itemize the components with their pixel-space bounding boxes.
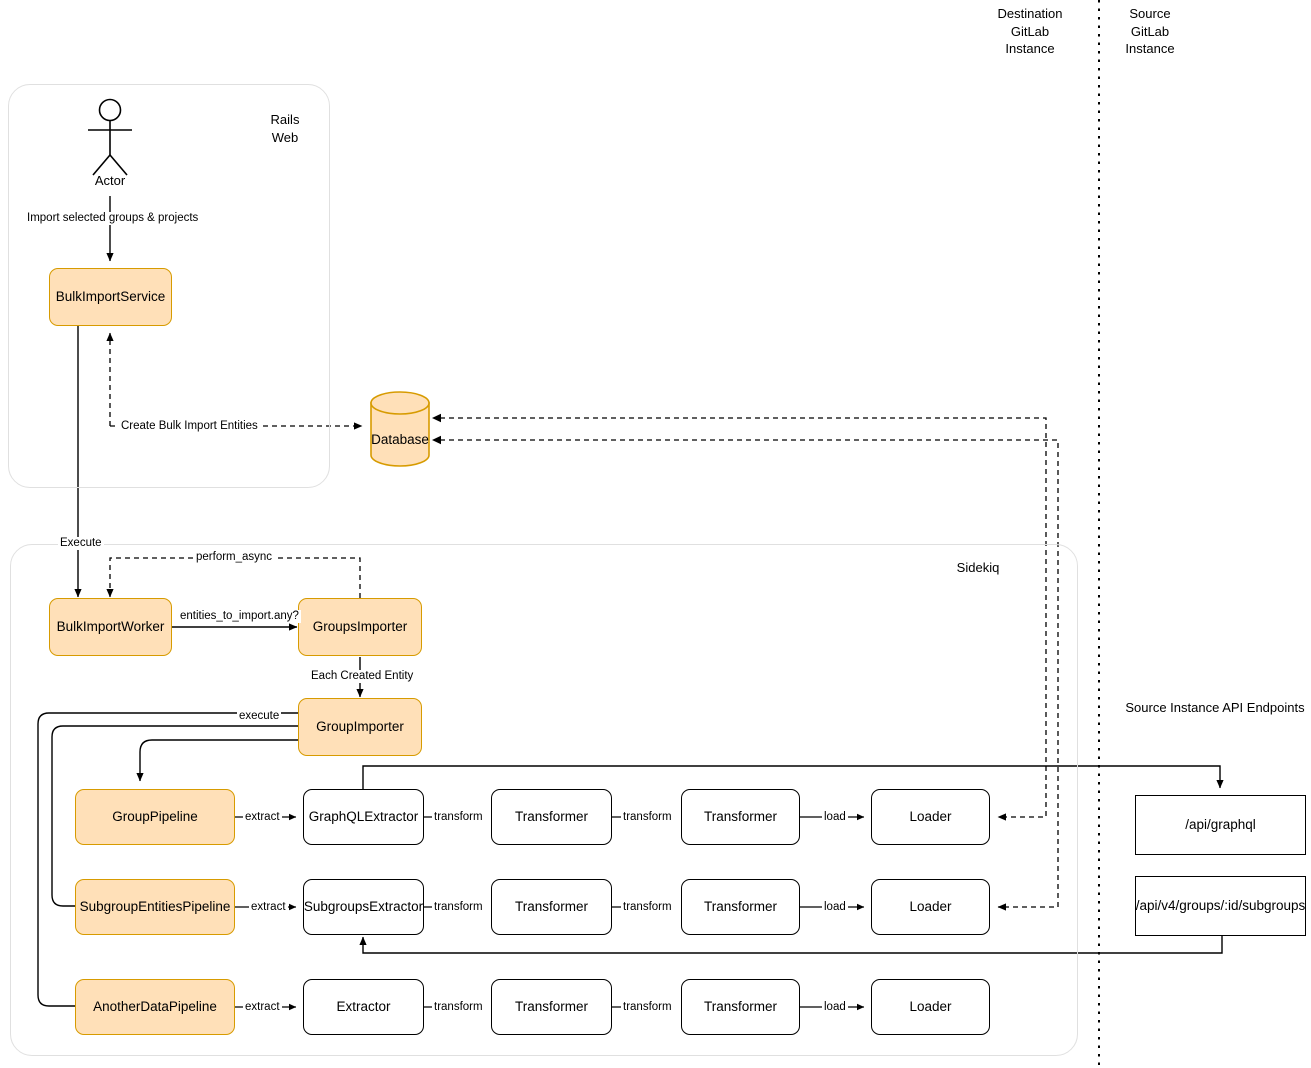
- edge-label-load-row2: load: [822, 901, 848, 914]
- edge-label-transform-row2-a: transform: [432, 901, 485, 914]
- node-extractor-row3[interactable]: Extractor: [303, 979, 424, 1035]
- node-transformer-row2-a[interactable]: Transformer: [491, 879, 612, 935]
- container-rails-web-label: Rails Web: [270, 112, 300, 145]
- edge-label-extract-row1: extract: [243, 811, 282, 824]
- container-sidekiq-label: Sidekiq: [956, 560, 1000, 575]
- node-transformer-row1-a[interactable]: Transformer: [491, 789, 612, 845]
- edge-label-transform-row2-b: transform: [621, 901, 674, 914]
- edge-label-execute: Execute: [58, 537, 104, 550]
- edge-label-load-row1: load: [822, 811, 848, 824]
- node-group-importer[interactable]: GroupImporter: [298, 698, 422, 756]
- node-transformer-row3-a[interactable]: Transformer: [491, 979, 612, 1035]
- destination-instance-label: Destination GitLab Instance: [997, 6, 1063, 57]
- edge-label-entities-to-import: entities_to_import.any?: [178, 610, 301, 623]
- node-api-subgroups[interactable]: /api/v4/groups/:id/subgroups: [1135, 876, 1306, 936]
- edge-label-transform-row3-a: transform: [432, 1001, 485, 1014]
- edge-label-execute-pipeline: execute: [237, 710, 282, 723]
- edge-label-perform-async: perform_async: [194, 551, 275, 564]
- node-subgroup-entities-pipeline[interactable]: SubgroupEntitiesPipeline: [75, 879, 235, 935]
- node-database[interactable]: Database: [370, 391, 430, 467]
- node-bulk-import-service[interactable]: BulkImportService: [49, 268, 172, 326]
- node-group-pipeline[interactable]: GroupPipeline: [75, 789, 235, 845]
- node-loader-row3[interactable]: Loader: [871, 979, 990, 1035]
- node-another-data-pipeline[interactable]: AnotherDataPipeline: [75, 979, 235, 1035]
- edge-label-create-entities: Create Bulk Import Entities: [119, 420, 260, 433]
- edge-label-each-created-entity: Each Created Entity: [309, 670, 416, 683]
- source-instance-label: Source GitLab Instance: [1125, 6, 1175, 57]
- node-graphql-extractor[interactable]: GraphQLExtractor: [303, 789, 424, 845]
- edge-label-transform-row3-b: transform: [621, 1001, 674, 1014]
- edge-label-transform-row1-a: transform: [432, 811, 485, 824]
- edge-label-extract-row2: extract: [249, 901, 288, 914]
- node-transformer-row2-b[interactable]: Transformer: [681, 879, 800, 935]
- api-endpoints-title: Source Instance API Endpoints: [1125, 700, 1305, 715]
- edge-label-transform-row1-b: transform: [621, 811, 674, 824]
- arrowhead-db-right-1: [432, 413, 441, 423]
- container-rails-web: [8, 84, 330, 488]
- container-sidekiq: [10, 544, 1078, 1056]
- database-icon: [370, 391, 430, 467]
- actor-label: Actor: [94, 173, 126, 188]
- edge-label-import-selected: Import selected groups & projects: [25, 212, 201, 225]
- node-transformer-row1-b[interactable]: Transformer: [681, 789, 800, 845]
- node-bulk-import-worker[interactable]: BulkImportWorker: [49, 598, 172, 656]
- edge-label-extract-row3: extract: [243, 1001, 282, 1014]
- node-loader-row1[interactable]: Loader: [871, 789, 990, 845]
- arrowhead-db-right-2: [432, 435, 441, 445]
- node-groups-importer[interactable]: GroupsImporter: [298, 598, 422, 656]
- edge-label-load-row3: load: [822, 1001, 848, 1014]
- node-loader-row2[interactable]: Loader: [871, 879, 990, 935]
- node-subgroups-extractor[interactable]: SubgroupsExtractor: [303, 879, 424, 935]
- node-api-graphql[interactable]: /api/graphql: [1135, 795, 1306, 855]
- node-transformer-row3-b[interactable]: Transformer: [681, 979, 800, 1035]
- node-database-label: Database: [371, 432, 429, 447]
